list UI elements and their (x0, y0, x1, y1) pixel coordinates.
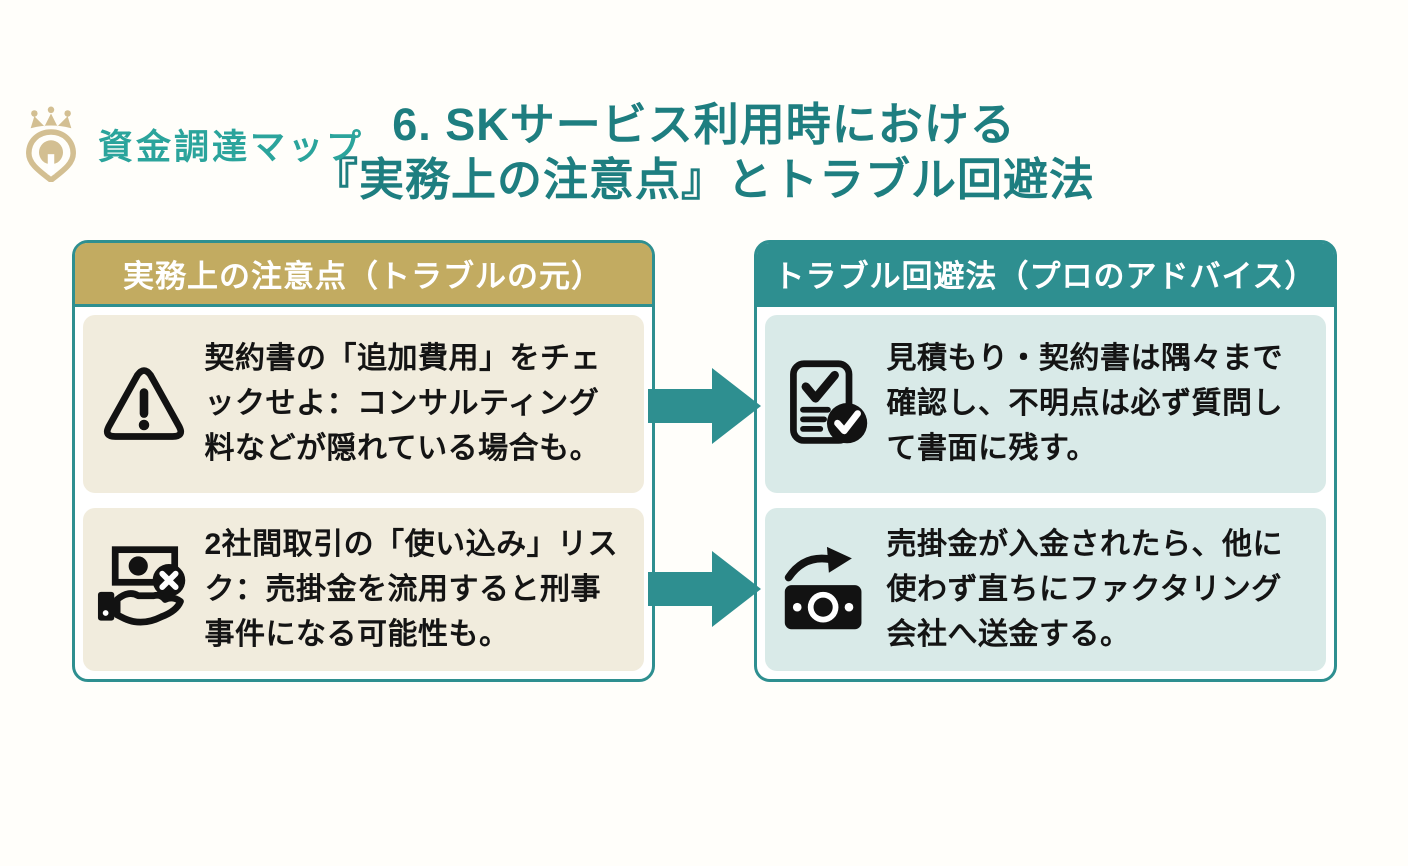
logo-text: 資金調達マップ (98, 127, 365, 167)
caution-item-1-text: 契約書の「追加費用」をチェックせよ：コンサルティング料などが隠れている場合も。 (204, 342, 601, 466)
left-panel-cautions: 実務上の注意点（トラブルの元） 契約書の「追加費用」をチェックせよ：コンサルティ… (71, 239, 655, 682)
left-panel-header: 実務上の注意点（トラブルの元） (74, 242, 652, 307)
page-title-line2: 『実務上の注意点』とトラブル回避法 (312, 153, 1095, 205)
left-panel-body: 契約書の「追加費用」をチェックせよ：コンサルティング料などが隠れている場合も。 (75, 307, 652, 679)
comparison-diagram: 実務上の注意点（トラブルの元） 契約書の「追加費用」をチェックせよ：コンサルティ… (71, 239, 1337, 682)
right-panel-advice: トラブル回避法（プロのアドバイス） 見積もり・契約書は隅々まで確認し、不明点は必… (753, 239, 1337, 682)
money-transfer-icon (775, 543, 877, 635)
advice-item-2-text: 売掛金が入金されたら、他に使わず直ちにファクタリング会社へ送金する。 (886, 527, 1283, 651)
warning-icon (93, 363, 195, 445)
page-title-line1: 6. SKサービス利用時における (392, 99, 1016, 150)
caution-item-1: 契約書の「追加費用」をチェックせよ：コンサルティング料などが隠れている場合も。 (82, 314, 644, 493)
logo: 資金調達マップ (14, 106, 364, 182)
checklist-check-icon (775, 358, 877, 450)
right-panel-body: 見積もり・契約書は隅々まで確認し、不明点は必ず質問して書面に残す。 (757, 307, 1334, 679)
crown-pin-logo-icon (26, 106, 76, 182)
arrow-right-icon (647, 550, 761, 627)
arrow-right-icon (647, 367, 761, 444)
advice-item-1-text: 見積もり・契約書は隅々まで確認し、不明点は必ず質問して書面に残す。 (886, 342, 1283, 466)
money-misuse-icon (93, 542, 195, 636)
caution-item-2-text: 2社間取引の「使い込み」リスク：売掛金を流用すると刑事事件になる可能性も。 (204, 527, 619, 651)
caution-item-2: 2社間取引の「使い込み」リスク：売掛金を流用すると刑事事件になる可能性も。 (82, 507, 644, 671)
advice-item-2: 売掛金が入金されたら、他に使わず直ちにファクタリング会社へ送金する。 (764, 507, 1326, 671)
right-panel-header: トラブル回避法（プロのアドバイス） (756, 242, 1334, 307)
advice-item-1: 見積もり・契約書は隅々まで確認し、不明点は必ず質問して書面に残す。 (764, 314, 1326, 493)
page-title: 6. SKサービス利用時における 『実務上の注意点』とトラブル回避法 (0, 98, 1408, 208)
